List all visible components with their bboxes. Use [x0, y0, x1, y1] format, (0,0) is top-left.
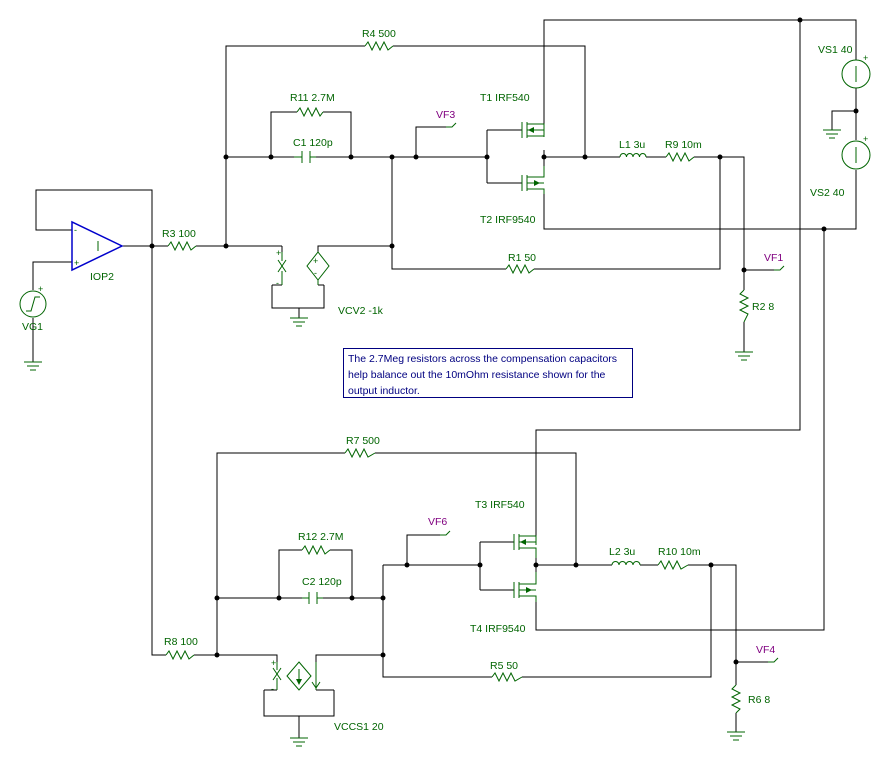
label-r11: R11 2.7M: [290, 92, 335, 104]
resistor-r2[interactable]: [738, 289, 750, 323]
resistor-r8[interactable]: [165, 649, 195, 661]
dc-source-vs2[interactable]: +: [841, 134, 871, 170]
label-vg1: VG1: [22, 321, 43, 333]
label-vf6: VF6: [428, 516, 447, 528]
probe-vf1[interactable]: [774, 265, 785, 271]
capacitor-c1[interactable]: [294, 151, 316, 163]
label-r4: R4 500: [362, 28, 396, 40]
label-c1: C1 120p: [293, 137, 333, 149]
resistor-r4[interactable]: [364, 40, 394, 52]
upper-wires: [32, 19, 857, 362]
label-c2: C2 120p: [302, 576, 342, 588]
label-iop2: IOP2: [90, 271, 114, 283]
label-t3: T3 IRF540: [475, 499, 525, 511]
label-l2: L2 3u: [609, 546, 635, 558]
label-l1: L1 3u: [619, 139, 645, 151]
label-t2: T2 IRF9540: [480, 214, 536, 226]
vcv2-ctrl-plus: +: [276, 248, 281, 258]
note-line-2: help balance out the 10mOhm resistance s…: [348, 369, 606, 381]
label-r12: R12 2.7M: [298, 531, 344, 543]
resistor-r1[interactable]: [505, 263, 535, 275]
vccs1-ctrl-minus: -: [271, 684, 274, 694]
vccs1-ctrl-plus: +: [271, 658, 276, 668]
label-vcv2: VCV2 -1k: [338, 305, 384, 317]
resistor-r11[interactable]: [296, 106, 324, 118]
ground-symbols: [24, 129, 841, 747]
label-r7: R7 500: [346, 435, 380, 447]
mosfet-t4[interactable]: [513, 572, 537, 602]
label-r9: R9 10m: [665, 139, 702, 151]
capacitor-c2[interactable]: [302, 592, 323, 604]
vcv2-ctrl-minus: -: [276, 278, 279, 288]
resistor-r5[interactable]: [491, 671, 523, 683]
label-r10: R10 10m: [658, 546, 701, 558]
iop2-plus-sign: +: [74, 258, 79, 268]
label-r6: R6 8: [748, 694, 770, 706]
note-line-3: output inductor.: [348, 385, 420, 397]
probe-vf3[interactable]: [446, 122, 457, 128]
label-vf1: VF1: [764, 252, 783, 264]
label-r3: R3 100: [162, 228, 196, 240]
dc-source-vs1[interactable]: +: [841, 53, 871, 89]
label-vf3: VF3: [436, 109, 455, 121]
label-r8: R8 100: [164, 636, 198, 648]
resistor-r9[interactable]: [665, 151, 695, 163]
probe-vf6[interactable]: [440, 530, 451, 536]
vcv2-out-plus: +: [313, 256, 318, 266]
label-vf4: VF4: [756, 644, 775, 656]
label-r2: R2 8: [752, 301, 774, 313]
note-line-1: The 2.7Meg resistors across the compensa…: [348, 353, 618, 365]
label-vs2: VS2 40: [810, 187, 845, 199]
generator-vg1[interactable]: +: [19, 284, 47, 318]
annotation-note: The 2.7Meg resistors across the compensa…: [343, 348, 633, 398]
resistor-r6[interactable]: [730, 684, 742, 714]
mosfet-t2[interactable]: [521, 166, 545, 194]
opamp-iop2[interactable]: - +: [71, 220, 124, 272]
vs1-plus-sign: +: [863, 53, 868, 63]
label-vs1: VS1 40: [818, 44, 853, 56]
vs2-plus-sign: +: [863, 134, 868, 144]
vcv2-out-minus: -: [314, 268, 317, 278]
label-t1: T1 IRF540: [480, 92, 530, 104]
label-t4: T4 IRF9540: [470, 623, 526, 635]
lower-wires: [151, 20, 825, 738]
label-vccs1: VCCS1 20: [334, 721, 384, 733]
iop2-minus-sign: -: [74, 225, 77, 235]
controlled-source-vccs1[interactable]: + -: [271, 658, 321, 694]
junction-dots: [149, 17, 859, 665]
resistor-r7[interactable]: [344, 447, 376, 459]
probe-vf4[interactable]: [768, 657, 779, 663]
label-r5: R5 50: [490, 660, 518, 672]
component-labels: R4 500 R11 2.7M C1 120p VF3 T1 IRF540 T2…: [22, 28, 853, 733]
mosfet-t1[interactable]: [521, 122, 545, 138]
controlled-source-vcv2[interactable]: + - + -: [276, 248, 330, 288]
label-r1: R1 50: [508, 252, 536, 264]
resistor-r12[interactable]: [301, 544, 331, 556]
resistor-r3[interactable]: [167, 240, 197, 252]
vg1-plus-sign: +: [38, 284, 43, 294]
inductor-l2[interactable]: [611, 561, 641, 566]
resistor-r10[interactable]: [657, 559, 689, 571]
mosfet-t3[interactable]: [513, 534, 537, 558]
inductor-l1[interactable]: [619, 153, 647, 158]
